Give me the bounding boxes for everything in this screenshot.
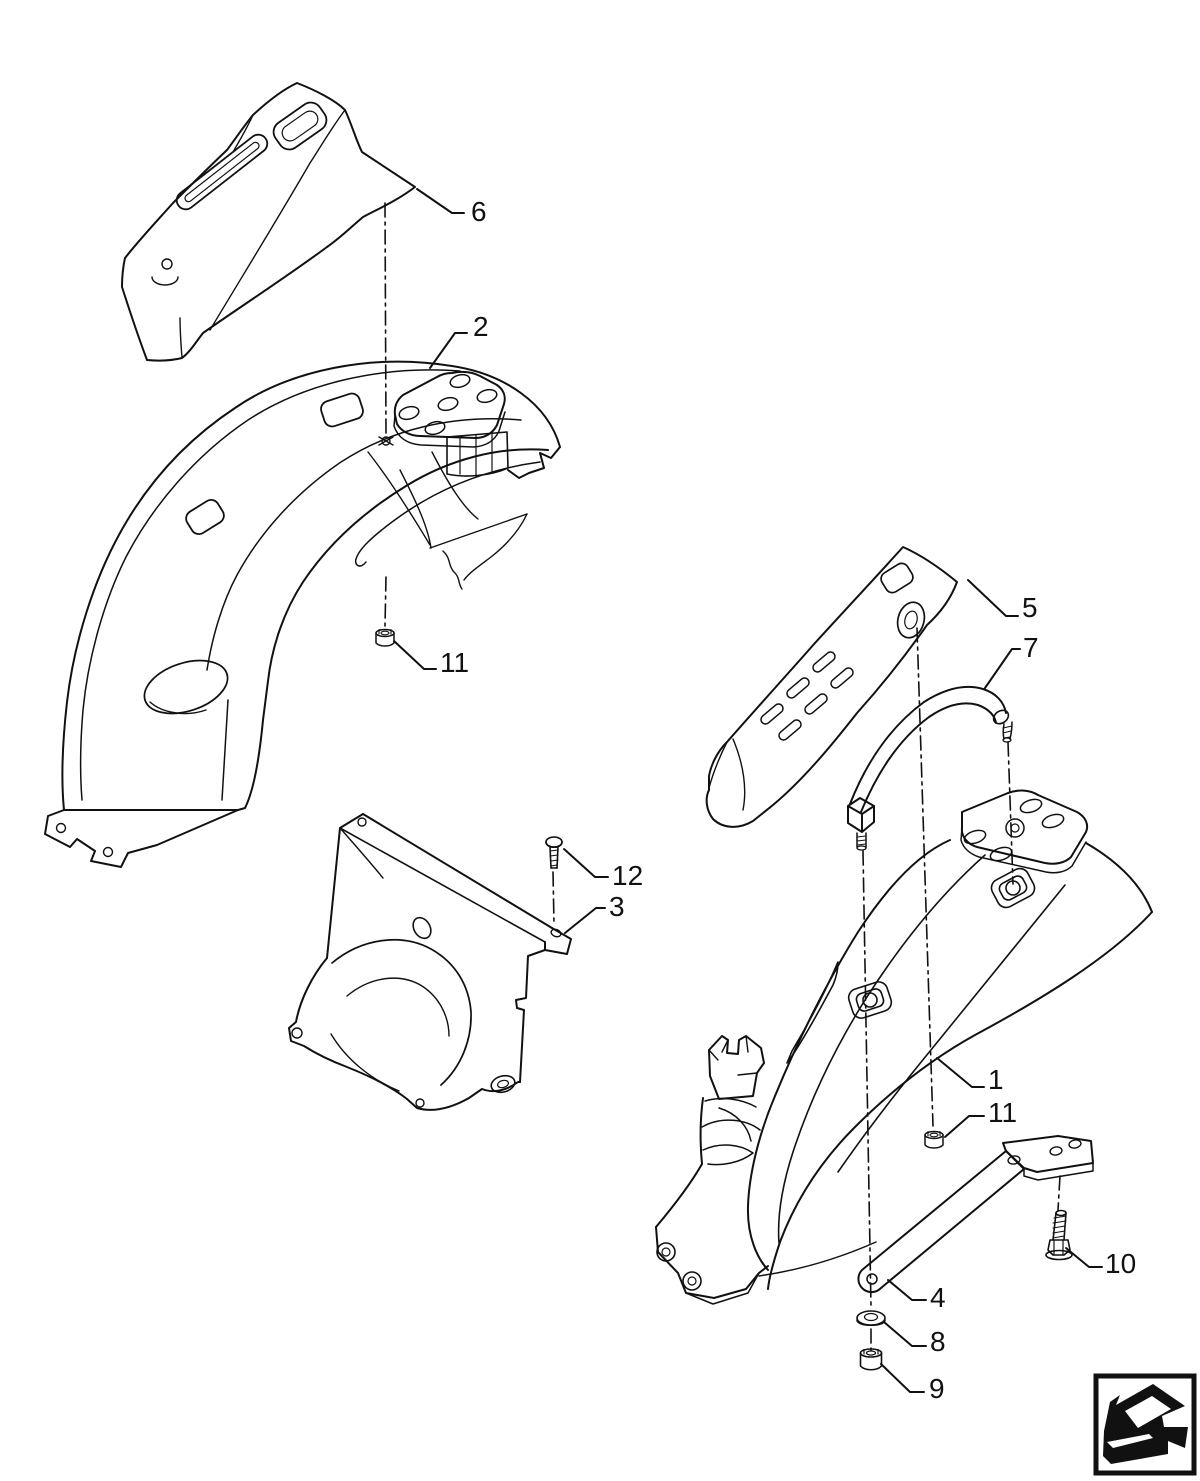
callout-label-11a: 11 — [440, 647, 470, 678]
callout-label-7: 7 — [1023, 632, 1039, 663]
callout-label-3: 3 — [609, 891, 625, 922]
part-fender-left — [44, 360, 561, 868]
part-washer — [856, 1310, 886, 1327]
part-fender-extension-right — [705, 546, 958, 828]
callout-label-10: 10 — [1105, 1248, 1137, 1279]
back-arrow-icon — [1093, 1373, 1197, 1476]
callout-label-6: 6 — [471, 196, 487, 227]
callout-label-11b: 11 — [988, 1097, 1018, 1128]
callout-label-4: 4 — [930, 1282, 946, 1313]
part-handrail — [847, 686, 1013, 851]
part-screw — [545, 836, 563, 869]
callout-leader-lines — [393, 188, 1103, 1393]
callout-label-2: 2 — [473, 311, 489, 342]
callout-label-1: 1 — [988, 1064, 1004, 1095]
callout-label-8: 8 — [930, 1326, 946, 1357]
callout-label-5: 5 — [1022, 592, 1038, 623]
part-nut — [859, 1348, 883, 1371]
part-nut-11-left — [375, 628, 395, 647]
assembly-axis-lines — [384, 202, 1061, 1351]
part-fender-extension-left — [121, 82, 416, 362]
part-fender-right — [655, 789, 1153, 1305]
part-bolt — [1045, 1209, 1073, 1261]
callout-label-12: 12 — [612, 860, 644, 891]
part-nut-11-right — [924, 1130, 944, 1149]
part-support-bracket — [857, 1135, 1094, 1294]
callout-label-9: 9 — [929, 1373, 945, 1404]
nav-arrow-button[interactable] — [1093, 1373, 1197, 1476]
part-guard-panel — [288, 813, 572, 1111]
